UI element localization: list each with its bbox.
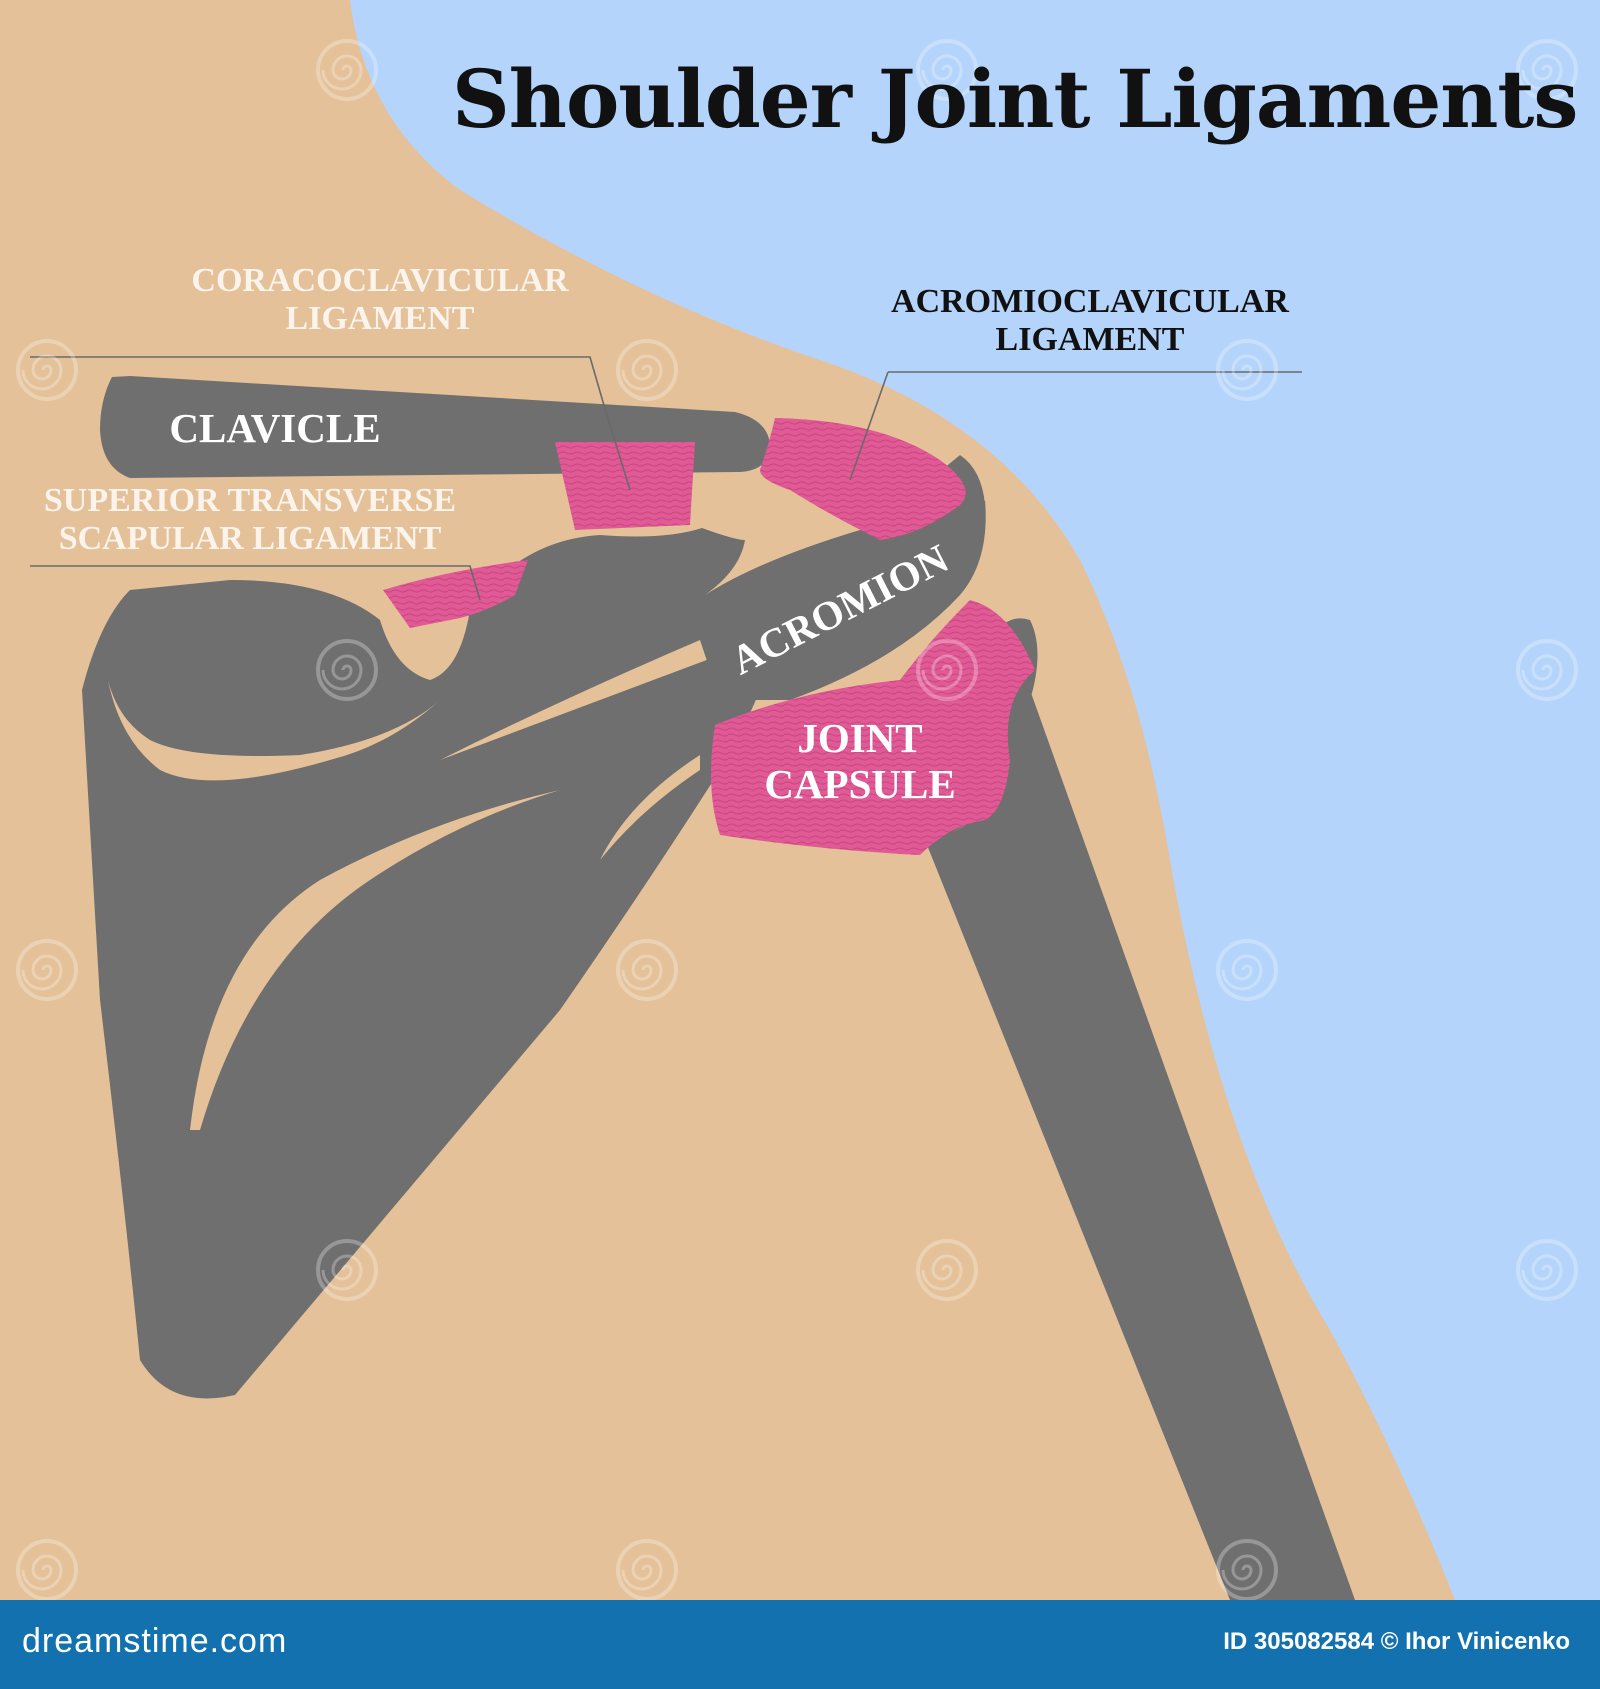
acromioclavicular-label-line-1: ACROMIOCLAVICULAR [891, 283, 1289, 320]
watermark-icon [1516, 39, 1578, 101]
acromion-process [700, 500, 986, 700]
watermark-icon [16, 939, 78, 1001]
watermark-icon [916, 639, 978, 701]
clavicle-label: CLAVICLE [169, 405, 381, 451]
watermark-icon [316, 1239, 378, 1301]
footer-brand[interactable]: dreamstime.com [22, 1622, 288, 1660]
superior-transverse-scapular-ligament-label: SUPERIOR TRANSVERSE SCAPULAR LIGAMENT [20, 482, 480, 558]
coracoclavicular-ligament-shape [555, 442, 695, 530]
acromioclavicular-ligament-shape [760, 418, 966, 540]
shoulder-anatomy-illustration [0, 0, 1455, 1600]
watermark-icon [616, 1539, 678, 1601]
joint-capsule-label: JOINT CAPSULE [740, 715, 980, 808]
watermark-icon [1216, 339, 1278, 401]
superior-transverse-ligament-shape [383, 560, 528, 628]
watermark-icon [616, 939, 678, 1001]
watermark-icon [1516, 1239, 1578, 1301]
watermark-icon [916, 39, 978, 101]
coracoclavicular-ligament-label: CORACOCLAVICULAR LIGAMENT [160, 262, 600, 338]
joint-capsule-label-line-1: JOINT [797, 715, 923, 761]
leader-lines [30, 356, 1302, 601]
footer-bar: dreamstime.com ID 305082584 © Ihor Vinic… [0, 1600, 1600, 1689]
watermark-icon [1516, 639, 1578, 701]
watermark-icon [316, 39, 378, 101]
watermark-icon [16, 1539, 78, 1601]
watermark-icon [916, 1239, 978, 1301]
superior-transverse-label-line-1: SUPERIOR TRANSVERSE [43, 482, 457, 519]
coracoclavicular-label-line-1: CORACOCLAVICULAR [191, 262, 569, 299]
coracoclavicular-label-line-2: LIGAMENT [285, 300, 475, 338]
acromioclavicular-ligament-label: ACROMIOCLAVICULAR LIGAMENT [870, 283, 1310, 359]
watermark-icon [1216, 939, 1278, 1001]
watermark-icon [616, 339, 678, 401]
page-title: Shoulder Joint Ligaments [452, 52, 1578, 146]
watermark-icon [1216, 1539, 1278, 1601]
watermark-icon [16, 339, 78, 401]
joint-capsule-label-line-2: CAPSULE [764, 760, 956, 807]
watermark-icon [316, 639, 378, 701]
footer-credit: ID 305082584 © Ihor Vinicenko [1223, 1628, 1570, 1655]
joint-capsule-shape [711, 600, 1035, 855]
humerus-shaft [925, 690, 1355, 1600]
superior-transverse-label-line-2: SCAPULAR LIGAMENT [58, 520, 442, 558]
acromioclavicular-label-line-2: LIGAMENT [995, 321, 1185, 359]
